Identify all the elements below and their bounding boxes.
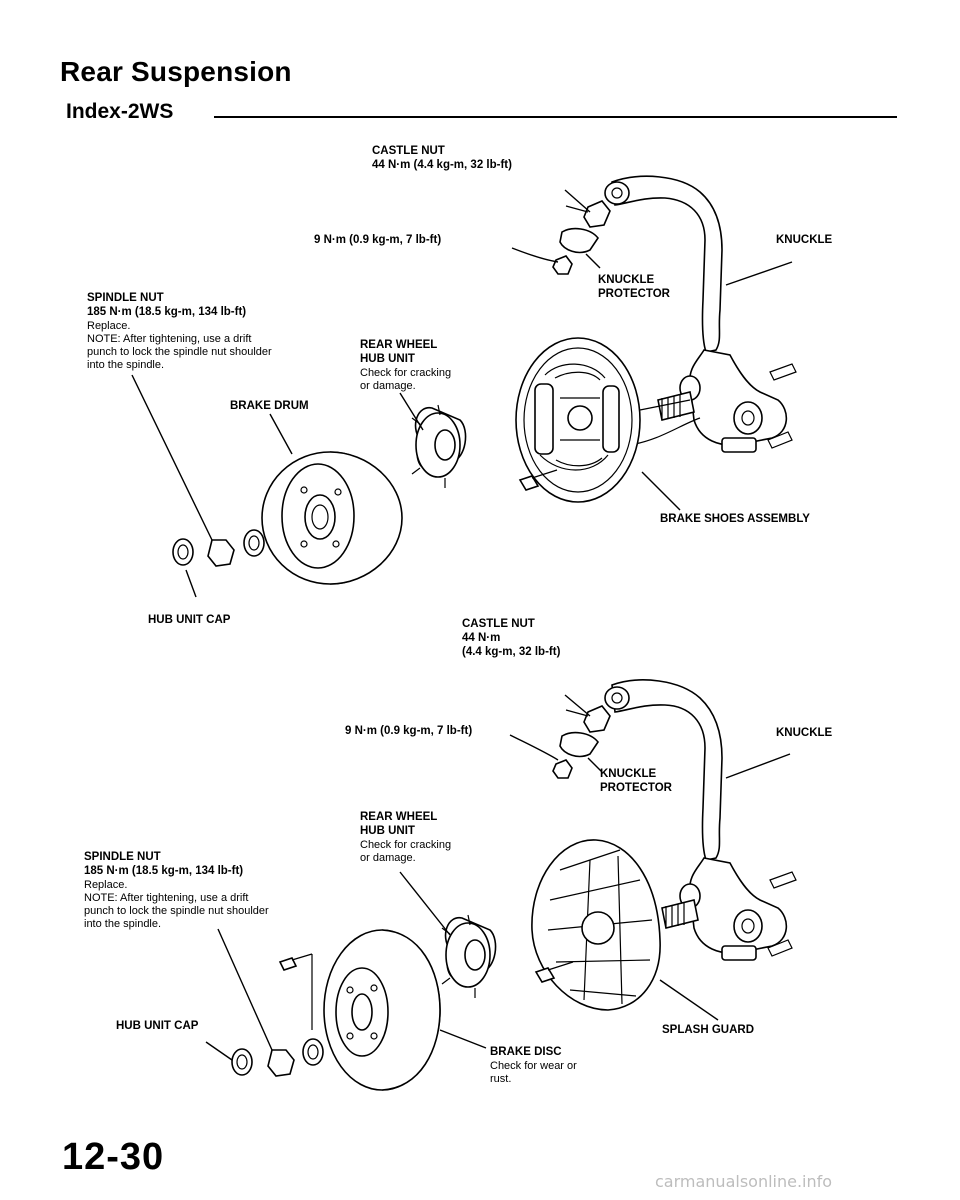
bottom-hub-unit [441, 914, 497, 998]
top-hub-unit [411, 404, 467, 488]
bottom-knuckle-illustration [552, 679, 797, 961]
header-rule [214, 116, 897, 118]
castle-nut-label-top: CASTLE NUT [372, 145, 445, 157]
hub-unit-note-top-2: or damage. [360, 380, 416, 392]
top-backing-plate [515, 337, 641, 503]
hub-unit-label-bottom-1: REAR WHEEL [360, 811, 438, 823]
bolt-torque-bottom: 9 N·m (0.9 kg-m, 7 lb-ft) [345, 725, 473, 737]
bottom-leader-lines [205, 694, 791, 1061]
hub-unit-note-bottom-2: or damage. [360, 852, 416, 864]
knuckle-protector-label-top-1: KNUCKLE [598, 274, 655, 286]
hub-unit-cap-label-top: HUB UNIT CAP [148, 614, 231, 626]
hub-unit-cap-label-bottom: HUB UNIT CAP [116, 1020, 199, 1032]
top-spindle-nut-and-cap [172, 529, 265, 567]
castle-nut-label-bottom: CASTLE NUT [462, 618, 535, 630]
hub-unit-label-top-2: HUB UNIT [360, 353, 415, 365]
spindle-note-bottom-2: punch to lock the spindle nut shoulder [84, 905, 269, 917]
spindle-replace-top: Replace. [87, 320, 131, 332]
bottom-splash-guard [531, 839, 661, 1011]
spindle-note-bottom-1: NOTE: After tightening, use a drift [84, 892, 249, 904]
footer-watermark: carmanualsonline.info [655, 1172, 833, 1191]
castle-nut-torque-top: 44 N·m (4.4 kg-m, 32 lb-ft) [372, 159, 512, 171]
spindle-nut-label-top: SPINDLE NUT [87, 292, 164, 304]
bottom-spindle-nut-and-cap [231, 1038, 324, 1077]
brake-shoes-label: BRAKE SHOES ASSEMBLY [660, 513, 810, 525]
bolt-torque-top: 9 N·m (0.9 kg-m, 7 lb-ft) [314, 234, 442, 246]
knuckle-protector-label-top-2: PROTECTOR [598, 288, 670, 300]
knuckle-label-top: KNUCKLE [776, 234, 833, 246]
spindle-note-bottom-3: into the spindle. [84, 918, 162, 930]
spindle-note-top-3: into the spindle. [87, 359, 165, 371]
hub-unit-note-bottom-1: Check for cracking [360, 839, 452, 851]
knuckle-protector-label-bottom-1: KNUCKLE [600, 768, 657, 780]
spindle-replace-bottom: Replace. [84, 879, 128, 891]
spindle-nut-torque-bottom: 185 N·m (18.5 kg-m, 134 lb-ft) [84, 865, 244, 877]
spindle-nut-torque-top: 185 N·m (18.5 kg-m, 134 lb-ft) [87, 306, 247, 318]
hub-unit-note-top-1: Check for cracking [360, 367, 452, 379]
brake-disc-note-1: Check for wear or [490, 1060, 577, 1072]
hub-unit-label-bottom-2: HUB UNIT [360, 825, 415, 837]
spindle-note-top-1: NOTE: After tightening, use a drift [87, 333, 252, 345]
brake-disc-note-2: rust. [490, 1073, 512, 1085]
brake-disc-label: BRAKE DISC [490, 1046, 562, 1058]
castle-nut-torque-bottom-2: (4.4 kg-m, 32 lb-ft) [462, 646, 561, 658]
castle-nut-torque-bottom-1: 44 N·m [462, 632, 501, 644]
spindle-note-top-2: punch to lock the spindle nut shoulder [87, 346, 272, 358]
top-leader-lines [131, 189, 793, 598]
page-title: Rear Suspension [60, 56, 292, 87]
top-brake-drum [261, 451, 403, 585]
knuckle-label-bottom: KNUCKLE [776, 727, 833, 739]
bottom-brake-disc [278, 929, 441, 1091]
brake-drum-label: BRAKE DRUM [230, 400, 309, 412]
splash-guard-label: SPLASH GUARD [662, 1024, 755, 1036]
section-subtitle: Index-2WS [66, 100, 174, 123]
spindle-nut-label-bottom: SPINDLE NUT [84, 851, 161, 863]
hub-unit-label-top-1: REAR WHEEL [360, 339, 438, 351]
knuckle-protector-label-bottom-2: PROTECTOR [600, 782, 672, 794]
page-number: 12-30 [62, 1136, 165, 1178]
